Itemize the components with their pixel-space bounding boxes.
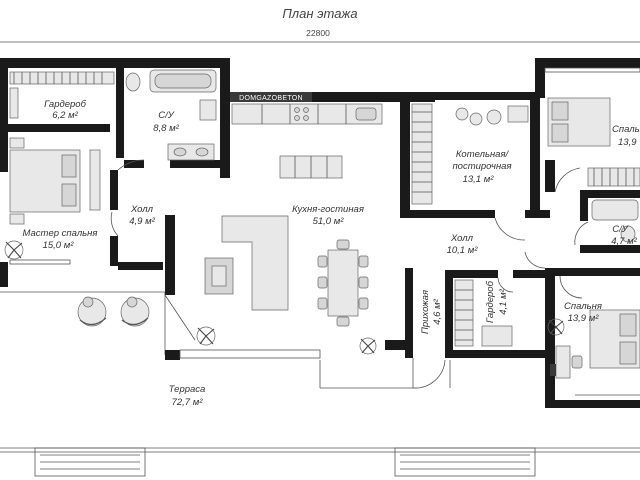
- room-name: С/У: [612, 224, 629, 235]
- room-name: Спальня: [564, 301, 602, 312]
- toilet: [125, 72, 141, 92]
- stove-burner: [303, 107, 309, 113]
- room-name: С/У: [158, 110, 175, 121]
- room-area: 6,2 м²: [52, 110, 78, 121]
- shelf-hatch: [593, 168, 635, 186]
- nightstand: [9, 213, 25, 225]
- room-name: Гардероб: [485, 280, 496, 323]
- room-name: Терраса: [169, 384, 206, 395]
- wardrobe-shelf: [481, 325, 513, 347]
- walls: [0, 58, 640, 408]
- dining-chairs: [317, 239, 369, 327]
- counter-divisions: [261, 104, 347, 124]
- room-area: 10,1 м²: [447, 245, 479, 256]
- room-name: Гардероб: [44, 99, 87, 110]
- kitchen-sink: [355, 107, 377, 121]
- sink: [173, 147, 187, 157]
- stove-burner: [294, 107, 300, 113]
- plant-icon: [359, 337, 377, 355]
- terrace-lounge-chair: [120, 296, 150, 327]
- room-name: Кухня-гостиная: [292, 204, 364, 215]
- shelf-hatch: [455, 289, 473, 341]
- shelf-hatch: [412, 111, 432, 193]
- room-area: 13,1 м²: [463, 174, 495, 185]
- pillow: [551, 101, 569, 121]
- room-area: 15,0 м²: [43, 240, 75, 251]
- boiler: [469, 112, 483, 126]
- room-name: Прихожая: [420, 290, 431, 334]
- washing-machine: [199, 99, 217, 121]
- room-area: 8,8 м²: [153, 123, 179, 134]
- pillow: [619, 313, 637, 337]
- washing-machine: [486, 109, 502, 125]
- radiator: [550, 364, 556, 376]
- room-area: 4,6 м²: [432, 298, 443, 324]
- room-name: Котельная/: [456, 149, 510, 160]
- dining-table: [327, 249, 359, 317]
- pillow: [61, 183, 77, 207]
- wardrobe-closet: [587, 167, 640, 187]
- island-divisions: [294, 156, 328, 178]
- room-area: 72,7 м²: [172, 397, 204, 408]
- stove-burner: [294, 115, 300, 121]
- room-name: Мастер спальня: [23, 228, 98, 239]
- plant-icon: [196, 326, 216, 346]
- desk: [555, 345, 571, 379]
- coffee-table: [211, 265, 227, 287]
- pillow: [551, 123, 569, 143]
- room-area: 13,9 м²: [568, 313, 600, 324]
- room-name: Холл: [130, 204, 154, 215]
- room-area: 13,9: [618, 137, 637, 148]
- nightstand: [9, 137, 25, 149]
- room-name: Холл: [450, 233, 474, 244]
- dresser: [89, 149, 101, 211]
- wardrobe-rack: [454, 279, 474, 347]
- bathtub: [591, 199, 639, 221]
- overall-dimension: 22800: [306, 28, 330, 38]
- room-area: 4,9 м²: [129, 216, 155, 227]
- room-area: 4,7 м²: [611, 236, 637, 247]
- stove-burner: [303, 115, 309, 121]
- pillow: [61, 154, 77, 178]
- door-swings: [110, 159, 589, 389]
- kitchen-counter: [231, 103, 383, 125]
- plant-icon: [547, 318, 565, 336]
- laundry-shelf: [411, 103, 433, 205]
- boiler: [455, 107, 469, 121]
- plant-icon: [4, 240, 24, 260]
- room-name: постирочная: [452, 161, 511, 172]
- desk-chair: [571, 355, 583, 369]
- plan-title: План этажа: [282, 6, 357, 21]
- wardrobe-side-shelf: [9, 87, 19, 119]
- brand-band: [230, 92, 312, 102]
- bathtub-inner: [154, 73, 212, 89]
- brand-label: DOMGAZOBETON: [239, 95, 303, 102]
- laundry-sink: [507, 105, 529, 123]
- terrace-outline: [0, 291, 640, 477]
- toilet: [620, 225, 636, 243]
- room-area: 51,0 м²: [313, 216, 345, 227]
- windows: [9, 67, 640, 359]
- room-name: Спальня: [612, 124, 640, 135]
- room-area: 4,1 м²: [498, 288, 509, 314]
- terrace-lounge-chair: [77, 296, 107, 327]
- corner-sofa: [221, 215, 289, 311]
- shelf-hatch: [13, 72, 103, 84]
- pillow: [619, 341, 637, 365]
- sink: [195, 147, 209, 157]
